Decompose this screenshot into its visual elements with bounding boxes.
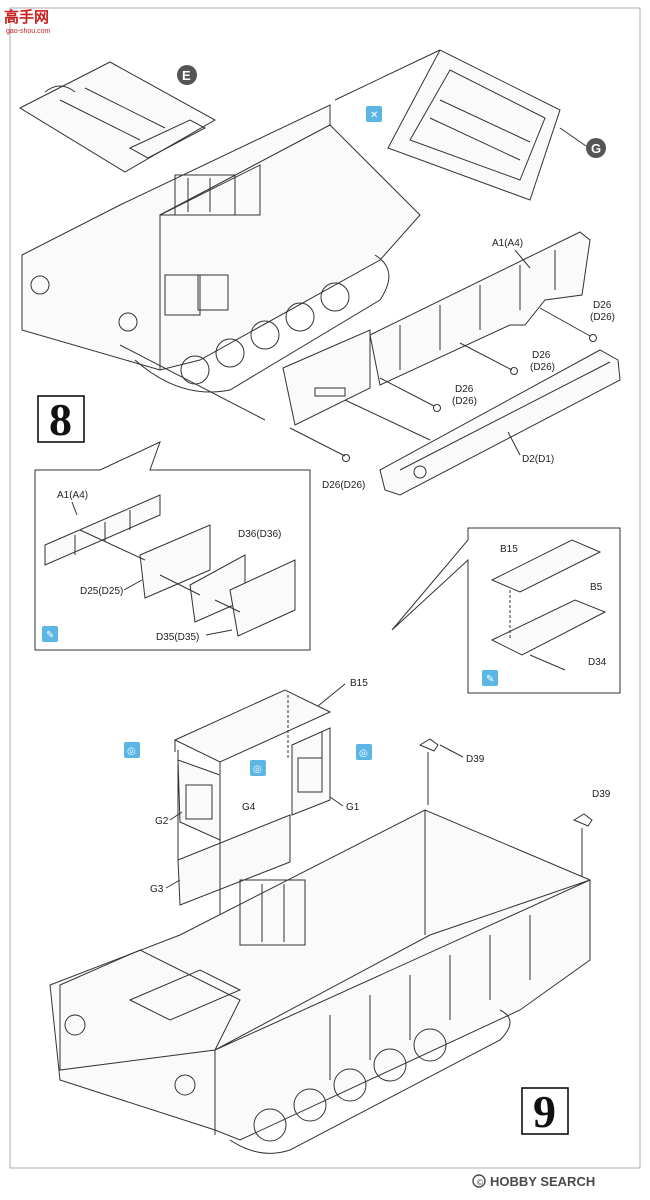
label-d2-d1: D2(D1) <box>522 454 554 465</box>
cab-wall-g1 <box>291 727 331 816</box>
step9-label-g4: G4 <box>242 802 256 813</box>
d26-fasteners <box>119 307 597 462</box>
label-d26-c: D26 <box>455 384 474 395</box>
step9-label-b15: B15 <box>350 678 368 689</box>
label-d26-a: D26 <box>593 300 612 311</box>
inset-label-d35: D35(D35) <box>156 632 199 643</box>
d39-hooks <box>418 738 593 878</box>
label-d26-c-alt: (D26) <box>452 396 477 407</box>
svg-text:◎: ◎ <box>127 746 136 757</box>
inset-label-d25: D25(D25) <box>80 586 123 597</box>
inset-right-detail: ✎ <box>391 527 621 694</box>
watermark-logo: 高手网 gao-shou.com <box>4 8 51 35</box>
svg-text:E: E <box>182 68 191 83</box>
step9-label-g3: G3 <box>150 884 164 895</box>
svg-text:©: © <box>476 1178 484 1187</box>
cab-wall-g3 <box>177 814 291 906</box>
hull-step9 <box>49 809 591 1154</box>
wrench-icon-right: ✎ <box>482 670 498 686</box>
inset-label-d34: D34 <box>588 657 607 668</box>
inset-label-b5: B5 <box>590 582 603 593</box>
side-small-panel <box>282 329 371 426</box>
top-deck-plate <box>18 61 217 173</box>
assembly-icons-step9: ◎ ◎ ◎ <box>124 742 372 776</box>
label-d26-b: D26 <box>532 350 551 361</box>
step-8-number: 8 <box>49 394 72 445</box>
step9-label-g2: G2 <box>155 816 169 827</box>
svg-text:G: G <box>591 141 601 156</box>
svg-text:◎: ◎ <box>359 748 368 759</box>
step9-label-d39-a: D39 <box>466 754 485 765</box>
watermark-url: gao-shou.com <box>6 28 51 35</box>
road-wheels-step9 <box>253 1028 447 1142</box>
step-8-box: 8 <box>37 394 85 445</box>
svg-text:✕: ✕ <box>370 110 378 121</box>
step9-label-g1: G1 <box>346 802 360 813</box>
cab-roof-b15 <box>173 689 332 774</box>
step9-label-d39-b: D39 <box>592 789 611 800</box>
cab-hood-part <box>387 49 561 201</box>
label-a1-a4: A1(A4) <box>492 238 523 249</box>
hull-step8 <box>21 104 421 393</box>
label-d26-a-alt: (D26) <box>590 312 615 323</box>
side-panel-a1 <box>369 231 591 386</box>
callout-e: E <box>177 65 197 85</box>
page-border <box>9 7 641 1169</box>
road-wheels <box>180 282 350 385</box>
watermark-main: 高手网 <box>4 8 49 26</box>
hobby-search-brand: HOBBY SEARCH <box>490 1174 595 1189</box>
step-9-number: 9 <box>533 1086 556 1137</box>
inset-left-detail: ✎ <box>34 441 311 651</box>
label-d26-d: D26(D26) <box>322 480 365 491</box>
step-9-box: 9 <box>521 1086 569 1137</box>
inset-label-b15: B15 <box>500 544 518 555</box>
no-glue-icon: ✕ <box>366 106 382 122</box>
inset-label-a1: A1(A4) <box>57 490 88 501</box>
svg-text:◎: ◎ <box>253 764 262 775</box>
svg-text:✎: ✎ <box>486 674 494 685</box>
wrench-icon: ✎ <box>42 626 58 642</box>
fender-d2 <box>379 349 621 496</box>
svg-text:✎: ✎ <box>46 630 54 641</box>
label-d26-b-alt: (D26) <box>530 362 555 373</box>
inset-label-d36: D36(D36) <box>238 529 281 540</box>
cab-wall-g2 <box>177 759 221 841</box>
callout-g: G <box>586 138 606 158</box>
hobby-search-watermark: © HOBBY SEARCH <box>472 1174 595 1189</box>
